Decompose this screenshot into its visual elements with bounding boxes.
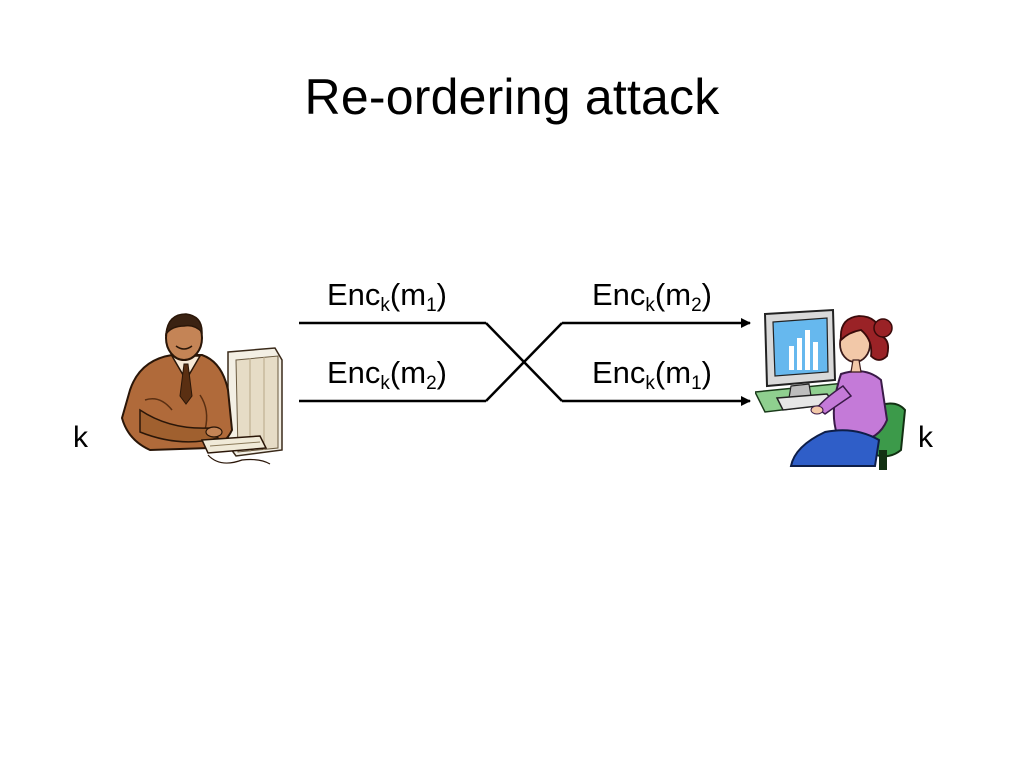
message-label-sent-second: Enck(m2) <box>327 355 447 394</box>
message-label-received-first: Enck(m2) <box>592 277 712 316</box>
message-label-sent-first: Enck(m1) <box>327 277 447 316</box>
slide-title: Re-ordering attack <box>304 69 720 125</box>
right-party-key-label: k <box>918 421 933 454</box>
woman-at-computer-icon <box>755 308 907 470</box>
businessman-at-computer-icon <box>120 313 283 465</box>
left-party-key-label: k <box>73 421 88 454</box>
message-label-received-second: Enck(m1) <box>592 355 712 394</box>
cross-line-up <box>485 322 563 402</box>
